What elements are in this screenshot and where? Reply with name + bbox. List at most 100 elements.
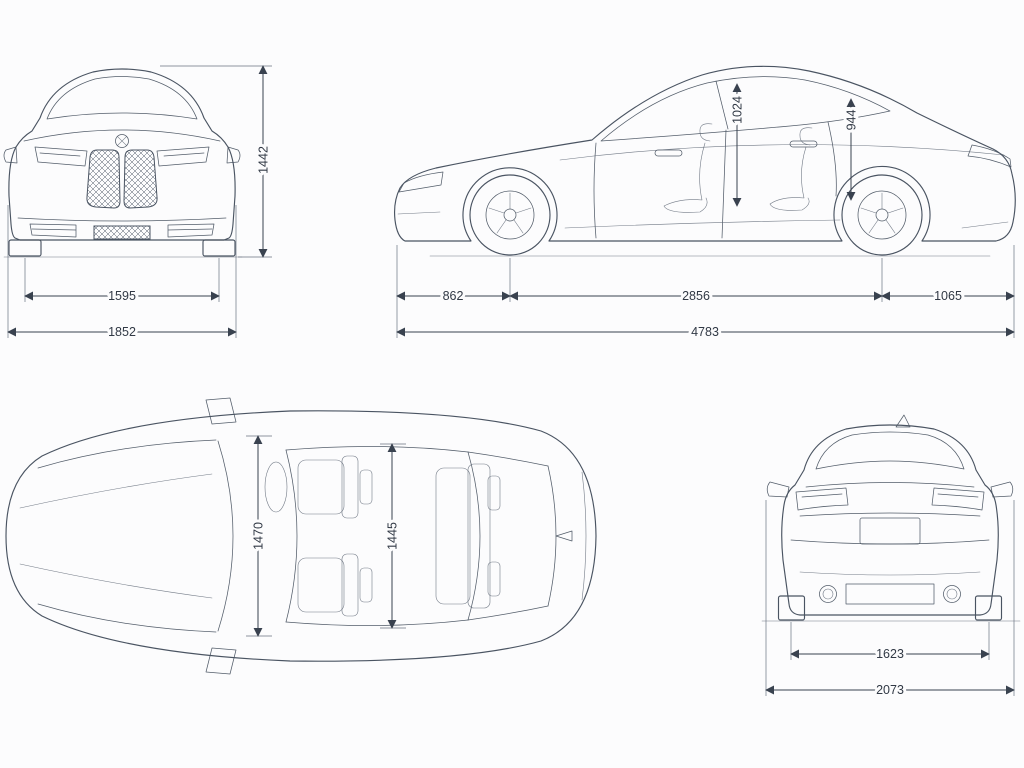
door-handle-front xyxy=(654,149,683,157)
rear-bumper-lower xyxy=(799,571,981,576)
top-body-outline xyxy=(5,410,597,662)
grille-kidney-right xyxy=(123,149,158,209)
side-b-pillar xyxy=(715,80,729,130)
seat-front-right-backrest xyxy=(341,553,359,617)
dim-label-front-overhang: 862 xyxy=(443,289,464,303)
rear-antenna-fin xyxy=(895,414,911,428)
rear-window xyxy=(815,431,965,470)
headlight-left xyxy=(34,146,88,167)
dim-label-overall-length: 4783 xyxy=(691,325,719,339)
rear-headrest-right xyxy=(487,561,501,597)
side-taillight xyxy=(967,144,1012,168)
top-rear-window-edge xyxy=(467,451,481,621)
brand-roundel-cross xyxy=(117,136,127,146)
rear-wheel-hub xyxy=(875,208,889,222)
seat-front-right-headrest xyxy=(359,567,373,603)
seat-front-left-backrest xyxy=(341,455,359,519)
front-mirror-right xyxy=(226,146,241,164)
side-shoulder-line xyxy=(559,144,1005,161)
front-body-outline xyxy=(8,68,236,241)
dim-label-rear-overhang: 1065 xyxy=(934,289,962,303)
grille-kidney-left xyxy=(86,149,121,209)
exhaust-right-inner xyxy=(946,588,958,600)
front-wheel-spokes xyxy=(488,192,532,234)
side-bumper-details xyxy=(397,211,1009,229)
front-wheel-hub xyxy=(503,208,517,222)
top-antenna-fin xyxy=(555,530,573,542)
front-windshield xyxy=(46,76,198,120)
dim-label-rear-headroom: 944 xyxy=(845,110,859,131)
rear-tire-left xyxy=(777,595,806,621)
rear-bench-backrest xyxy=(467,463,491,609)
side-seat-front xyxy=(663,123,713,213)
rear-wheel-tire xyxy=(841,174,923,256)
side-door-line-front xyxy=(593,142,597,239)
front-intake-right xyxy=(167,223,215,238)
dim-label-rear-track: 1623 xyxy=(876,647,904,661)
rear-wheel-rim xyxy=(857,190,907,240)
front-hood-crease xyxy=(23,129,221,142)
top-view: 1470 1445 xyxy=(5,397,597,675)
side-door-cut-rear xyxy=(827,121,837,197)
license-plate-recess xyxy=(859,517,921,545)
seat-front-left-headrest xyxy=(359,469,373,505)
rear-mirror-left xyxy=(766,481,790,498)
side-headlight xyxy=(398,171,444,193)
rear-wheel-spokes xyxy=(860,192,904,234)
top-hood-cut-right xyxy=(37,603,217,633)
exhaust-left-inner xyxy=(822,588,834,600)
taillight-left xyxy=(795,487,849,511)
front-mirror-left xyxy=(3,146,18,164)
top-hood-crease-left xyxy=(19,473,213,509)
top-rear-window-side-right xyxy=(467,605,549,621)
exhaust-right xyxy=(943,585,961,603)
top-hood-cut-left xyxy=(37,439,217,469)
top-hood-crease-right xyxy=(19,563,213,599)
seat-front-left-cushion xyxy=(297,459,345,515)
rear-view: 1623 2073 xyxy=(761,414,1021,700)
dim-label-rear-interior-width: 1445 xyxy=(386,522,400,550)
rear-diffuser xyxy=(845,583,935,605)
side-view: 1024 944 862 2856 1065 4783 xyxy=(393,65,1016,342)
dim-label-front-track: 1595 xyxy=(108,289,136,303)
top-tail-edge xyxy=(581,471,587,601)
dim-label-front-height: 1442 xyxy=(257,146,271,174)
top-roof-side-left xyxy=(285,446,469,453)
ext-line xyxy=(765,500,1015,696)
top-roof-side-right xyxy=(285,619,469,626)
rear-mirror-right xyxy=(990,481,1014,498)
front-wheel-rim xyxy=(485,190,535,240)
dim-label-wheelbase: 2856 xyxy=(682,289,710,303)
rear-body-outline xyxy=(781,424,999,616)
top-trunk-edge xyxy=(547,465,557,607)
trunk-top-edge xyxy=(805,482,975,488)
front-intake-center xyxy=(93,225,151,240)
rear-bumper-crease xyxy=(790,539,990,545)
top-rear-window-side-left xyxy=(467,451,549,467)
side-body-outline xyxy=(393,65,1016,242)
dim-label-front-interior-width: 1470 xyxy=(252,522,266,550)
seat-front-right-cushion xyxy=(297,557,345,613)
rear-tire-right xyxy=(974,595,1003,621)
door-handle-rear xyxy=(789,140,818,148)
front-bumper-crease xyxy=(17,217,227,222)
front-tire-right xyxy=(202,239,236,257)
trunk-lower-edge xyxy=(799,512,981,517)
taillight-right xyxy=(931,487,985,511)
rear-headrest-left xyxy=(487,475,501,511)
brand-roundel xyxy=(115,134,129,148)
exhaust-left xyxy=(819,585,837,603)
front-view: 1442 1595 1852 xyxy=(3,65,274,342)
top-mirror-left xyxy=(205,397,237,425)
dim-label-front-width: 1852 xyxy=(108,325,136,339)
dim-label-front-headroom: 1024 xyxy=(731,96,745,124)
ext-line xyxy=(7,205,237,338)
headlight-right xyxy=(156,146,210,167)
side-lower-crease xyxy=(564,219,841,229)
top-mirror-right xyxy=(205,647,237,675)
side-seat-rear xyxy=(769,127,813,211)
rear-bench-cushion xyxy=(435,467,471,605)
top-roof-front-edge xyxy=(285,449,298,623)
